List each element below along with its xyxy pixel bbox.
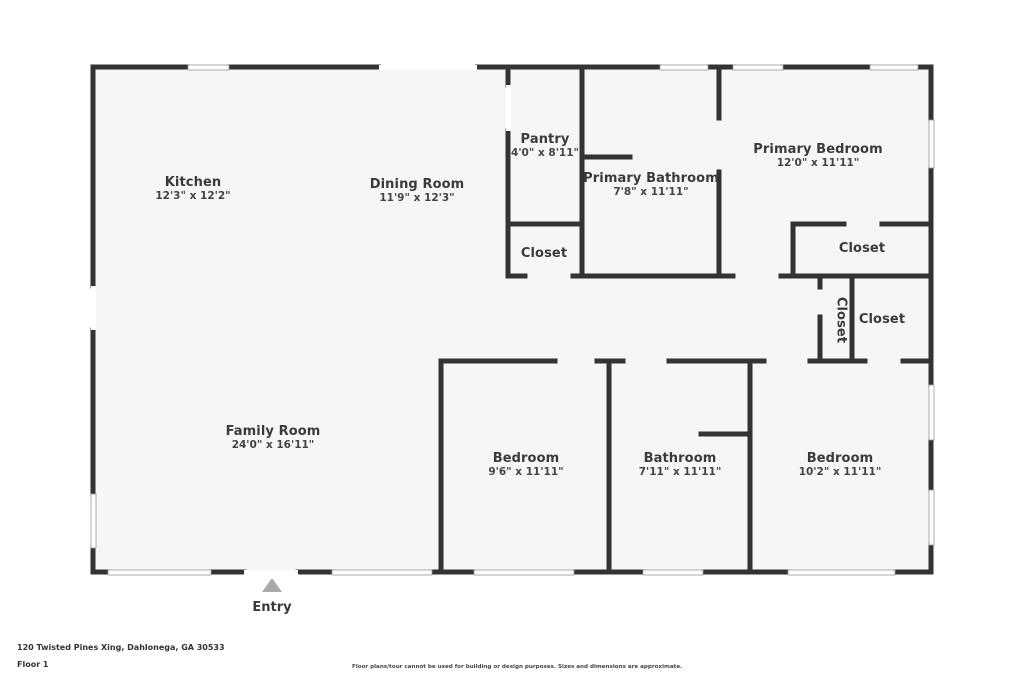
room-dimensions: 9'6" x 11'11" [488,466,564,478]
room-name: Bathroom [643,451,717,466]
window-bedroom-right-1 [928,384,935,441]
window-bathroom-bottom [642,569,704,576]
room-name: Closet [838,241,886,256]
disclaimer: Floor plans/tour cannot be used for buil… [352,664,683,670]
room-dimensions: 4'0" x 8'11" [511,147,579,159]
room-name: Pantry [520,132,570,147]
room-name: Family Room [225,424,321,439]
room-name: Closet [858,312,906,327]
room-dimensions: 12'0" x 11'11" [776,157,860,169]
window-bedroom-right-2 [928,489,935,546]
floor-label: Floor 1 [17,660,49,669]
room-name: Primary Bedroom [753,142,883,157]
room-name: Dining Room [369,177,465,192]
entry-label: Entry [252,600,292,615]
window-family-bottom-2 [331,569,433,576]
window-primary-bath-top [659,64,709,71]
room-name: Bedroom [806,451,874,466]
room-dimensions: 24'0" x 16'11" [231,439,315,451]
window-family-bottom-1 [107,569,212,576]
room-name: Kitchen [164,175,222,190]
room-name: Closet [520,246,568,261]
window-bedroom1-bottom [473,569,575,576]
entry-arrow-icon [262,578,282,592]
room-label-closet-pantry: Closet [521,246,567,261]
opening-left [91,286,96,330]
room-dimensions: 10'2" x 11'11" [798,466,882,478]
window-primary-bed-top-2 [869,64,919,71]
room-label-closet-primary: Closet [839,241,885,256]
opening-dining-top [379,65,477,70]
entry-door[interactable] [244,570,298,575]
room-name: Primary Bathroom [583,171,719,186]
doorways [91,65,511,575]
room-label-closet-hall: Closet [859,312,905,327]
window-primary-bed-right [928,119,935,169]
room-dimensions: 7'8" x 11'11" [613,186,689,198]
room-dimensions: 12'3" x 12'2" [155,190,231,202]
property-address: 120 Twisted Pines Xing, Dahlonega, GA 30… [17,643,225,652]
room-dimensions: 11'9" x 12'3" [379,192,455,204]
window-kitchen-top [187,64,230,71]
room-name: Closet [833,296,849,344]
walls [90,64,934,575]
room-name: Bedroom [492,451,560,466]
window-bedroom2-bottom [787,569,896,576]
room-label-closet-hall-small: Closet [834,297,849,343]
window-primary-bed-top-1 [732,64,784,71]
windows [90,64,935,576]
room-dimensions: 7'11" x 11'11" [638,466,722,478]
window-family-left [90,493,97,549]
opening-pantry [506,85,511,131]
